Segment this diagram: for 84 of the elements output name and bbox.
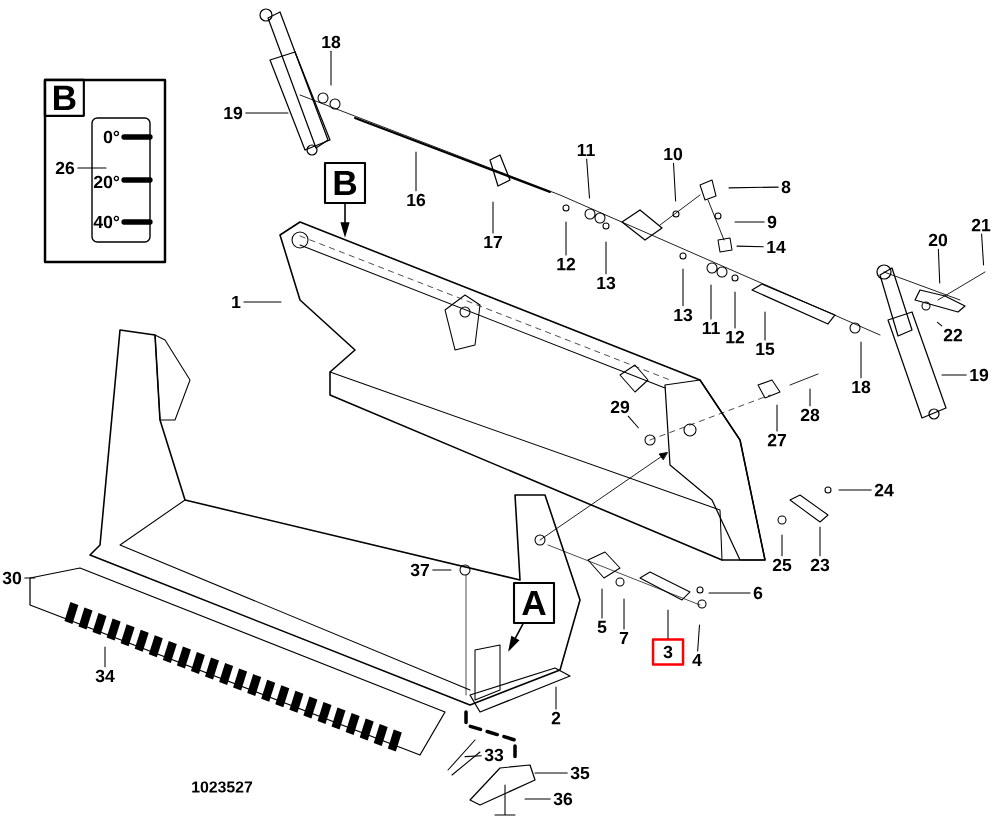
leader-line: [524, 798, 551, 800]
leader-line: [764, 311, 766, 341]
leader-line: [734, 291, 736, 329]
leader-line: [245, 112, 289, 114]
leader-line: [330, 50, 332, 86]
callout-number: 11: [702, 321, 720, 335]
callout-number: 22: [943, 328, 963, 342]
leader-line: [627, 415, 639, 429]
callout-number: 12: [726, 330, 745, 344]
leader-line: [605, 241, 607, 275]
leader-line: [682, 268, 684, 307]
leader-line: [734, 221, 765, 223]
callout-number: 23: [810, 558, 830, 572]
leader-line: [586, 158, 591, 199]
leader-line: [667, 609, 669, 639]
callout-number: 24: [874, 483, 894, 497]
leader-line: [415, 151, 417, 192]
callout-number: 26: [55, 161, 75, 175]
callout-number: 36: [553, 792, 573, 806]
callout-number: 29: [610, 400, 630, 414]
leader-line: [708, 592, 751, 594]
leader-line: [673, 162, 677, 202]
leader-line: [809, 388, 811, 407]
callout-number: 9: [767, 215, 777, 229]
angle-label: 0°: [103, 130, 120, 144]
angle-label: 20°: [93, 175, 120, 189]
callout-number: 11: [577, 143, 595, 157]
leader-line: [492, 201, 494, 234]
leader-line: [838, 489, 872, 491]
callout-number: 7: [619, 631, 629, 645]
callout-number: 13: [674, 308, 693, 322]
callout-number: 21: [971, 218, 991, 232]
callout-number: 25: [772, 558, 792, 572]
callout-number: 6: [753, 586, 763, 600]
leader-line: [937, 248, 941, 284]
callout-number: 12: [557, 257, 576, 271]
callout-number: 4: [692, 653, 702, 667]
leader-line: [941, 374, 967, 376]
leader-line: [936, 321, 943, 327]
leader-line: [781, 534, 783, 557]
callout-number: 28: [800, 408, 820, 422]
callout-number: 13: [597, 276, 616, 290]
leader-line: [860, 341, 862, 379]
callout-number: 8: [781, 180, 791, 194]
callout-number: 35: [570, 766, 590, 780]
callout-number: 19: [224, 106, 243, 120]
callout-number: 14: [767, 240, 786, 254]
leader-line: [697, 624, 701, 652]
callout-number: 15: [756, 342, 775, 356]
leader-line: [77, 167, 107, 169]
leader-line: [534, 772, 568, 774]
angle-label: 40°: [93, 215, 120, 229]
callout-number: 18: [322, 35, 341, 49]
callout-number: 16: [407, 193, 426, 207]
leader-line: [243, 301, 282, 303]
leader-line: [623, 598, 625, 630]
leader-line: [432, 569, 452, 571]
callout-number: 37: [410, 563, 429, 577]
callout-number: 20: [928, 233, 948, 247]
callout-number: 18: [852, 380, 871, 394]
leader-line: [981, 233, 985, 266]
callout-number: 34: [95, 669, 115, 683]
callout-number: 1: [232, 295, 241, 309]
leader-line: [565, 221, 567, 256]
callout-number: 5: [597, 620, 607, 634]
callout-number: 3: [651, 638, 685, 666]
callout-number: 33: [484, 748, 504, 762]
leader-line: [710, 284, 712, 320]
callout-number: 10: [664, 147, 683, 161]
callout-number: 17: [484, 235, 502, 249]
leader-line: [555, 686, 557, 710]
callout-number: 30: [2, 571, 22, 585]
leader-line: [819, 526, 821, 557]
leader-line: [728, 186, 779, 189]
leader-line: [776, 404, 778, 432]
drawing-number: 1023527: [192, 781, 253, 793]
callout-number: 2: [551, 711, 561, 725]
leader-line: [736, 245, 764, 248]
leader-line: [601, 588, 603, 619]
callout-number: 19: [970, 368, 989, 382]
leader-line: [464, 755, 482, 758]
callout-number: 27: [767, 433, 786, 447]
leader-line: [24, 577, 36, 579]
leader-line: [104, 646, 106, 668]
